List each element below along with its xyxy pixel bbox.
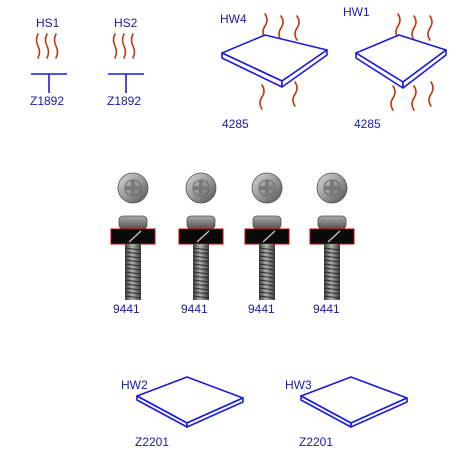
hs1-heat-waves-icon bbox=[35, 33, 59, 59]
plate-hw2[interactable]: HW2 Z2201 bbox=[121, 376, 244, 449]
screw-icon bbox=[244, 172, 290, 301]
hw4-ref-label: HW4 bbox=[220, 12, 247, 26]
hw4-heat-waves-below-icon bbox=[259, 81, 298, 110]
hw3-plate-top bbox=[300, 376, 408, 424]
hw3-plate-side bbox=[350, 397, 408, 428]
hs1-ref-label: HS1 bbox=[36, 16, 60, 30]
hs2-ref-label: HS2 bbox=[114, 16, 138, 30]
screw-4[interactable]: 9441 bbox=[309, 172, 355, 316]
hw2-plate-top bbox=[136, 376, 244, 424]
screw-2-value-label: 9441 bbox=[181, 302, 208, 316]
hw1-plate-side bbox=[402, 49, 447, 89]
screw-3[interactable]: 9441 bbox=[244, 172, 290, 316]
hw1-plate-top bbox=[355, 34, 447, 83]
screw-icon bbox=[110, 172, 156, 301]
heat-plate-hw4[interactable]: HW4 4285 bbox=[220, 12, 328, 131]
hw2-plate-side bbox=[186, 397, 244, 428]
hw3-value-label: Z2201 bbox=[299, 435, 333, 449]
hw4-value-label: 4285 bbox=[222, 117, 249, 131]
hw4-plate-side bbox=[281, 49, 328, 88]
hw1-ref-label: HW1 bbox=[343, 5, 370, 19]
screw-3-value-label: 9441 bbox=[248, 302, 275, 316]
plate-hw3[interactable]: HW3 Z2201 bbox=[285, 376, 408, 449]
hs2-heat-waves-icon bbox=[112, 33, 136, 59]
hw3-ref-label: HW3 bbox=[285, 378, 312, 392]
screw-1[interactable]: 9441 bbox=[110, 172, 156, 316]
hw4-heat-waves-above-icon bbox=[262, 13, 300, 41]
heatsink-hs2[interactable]: HS2 Z1892 bbox=[107, 16, 144, 108]
heatsink-hs1[interactable]: HS1 Z1892 bbox=[30, 16, 67, 108]
screw-icon bbox=[178, 172, 224, 301]
hw1-heat-waves-below-icon bbox=[390, 81, 434, 111]
hw2-value-label: Z2201 bbox=[135, 435, 169, 449]
screw-1-value-label: 9441 bbox=[113, 302, 140, 316]
hw1-heat-waves-above-icon bbox=[395, 13, 433, 41]
hs2-value-label: Z1892 bbox=[107, 94, 141, 108]
heat-plate-hw1[interactable]: HW1 4285 bbox=[343, 5, 447, 131]
screw-2[interactable]: 9441 bbox=[178, 172, 224, 316]
hw4-plate-top bbox=[221, 34, 328, 82]
hw1-value-label: 4285 bbox=[354, 117, 381, 131]
hw2-ref-label: HW2 bbox=[121, 378, 148, 392]
screw-4-value-label: 9441 bbox=[313, 302, 340, 316]
screw-icon bbox=[309, 172, 355, 301]
hs1-value-label: Z1892 bbox=[30, 94, 64, 108]
